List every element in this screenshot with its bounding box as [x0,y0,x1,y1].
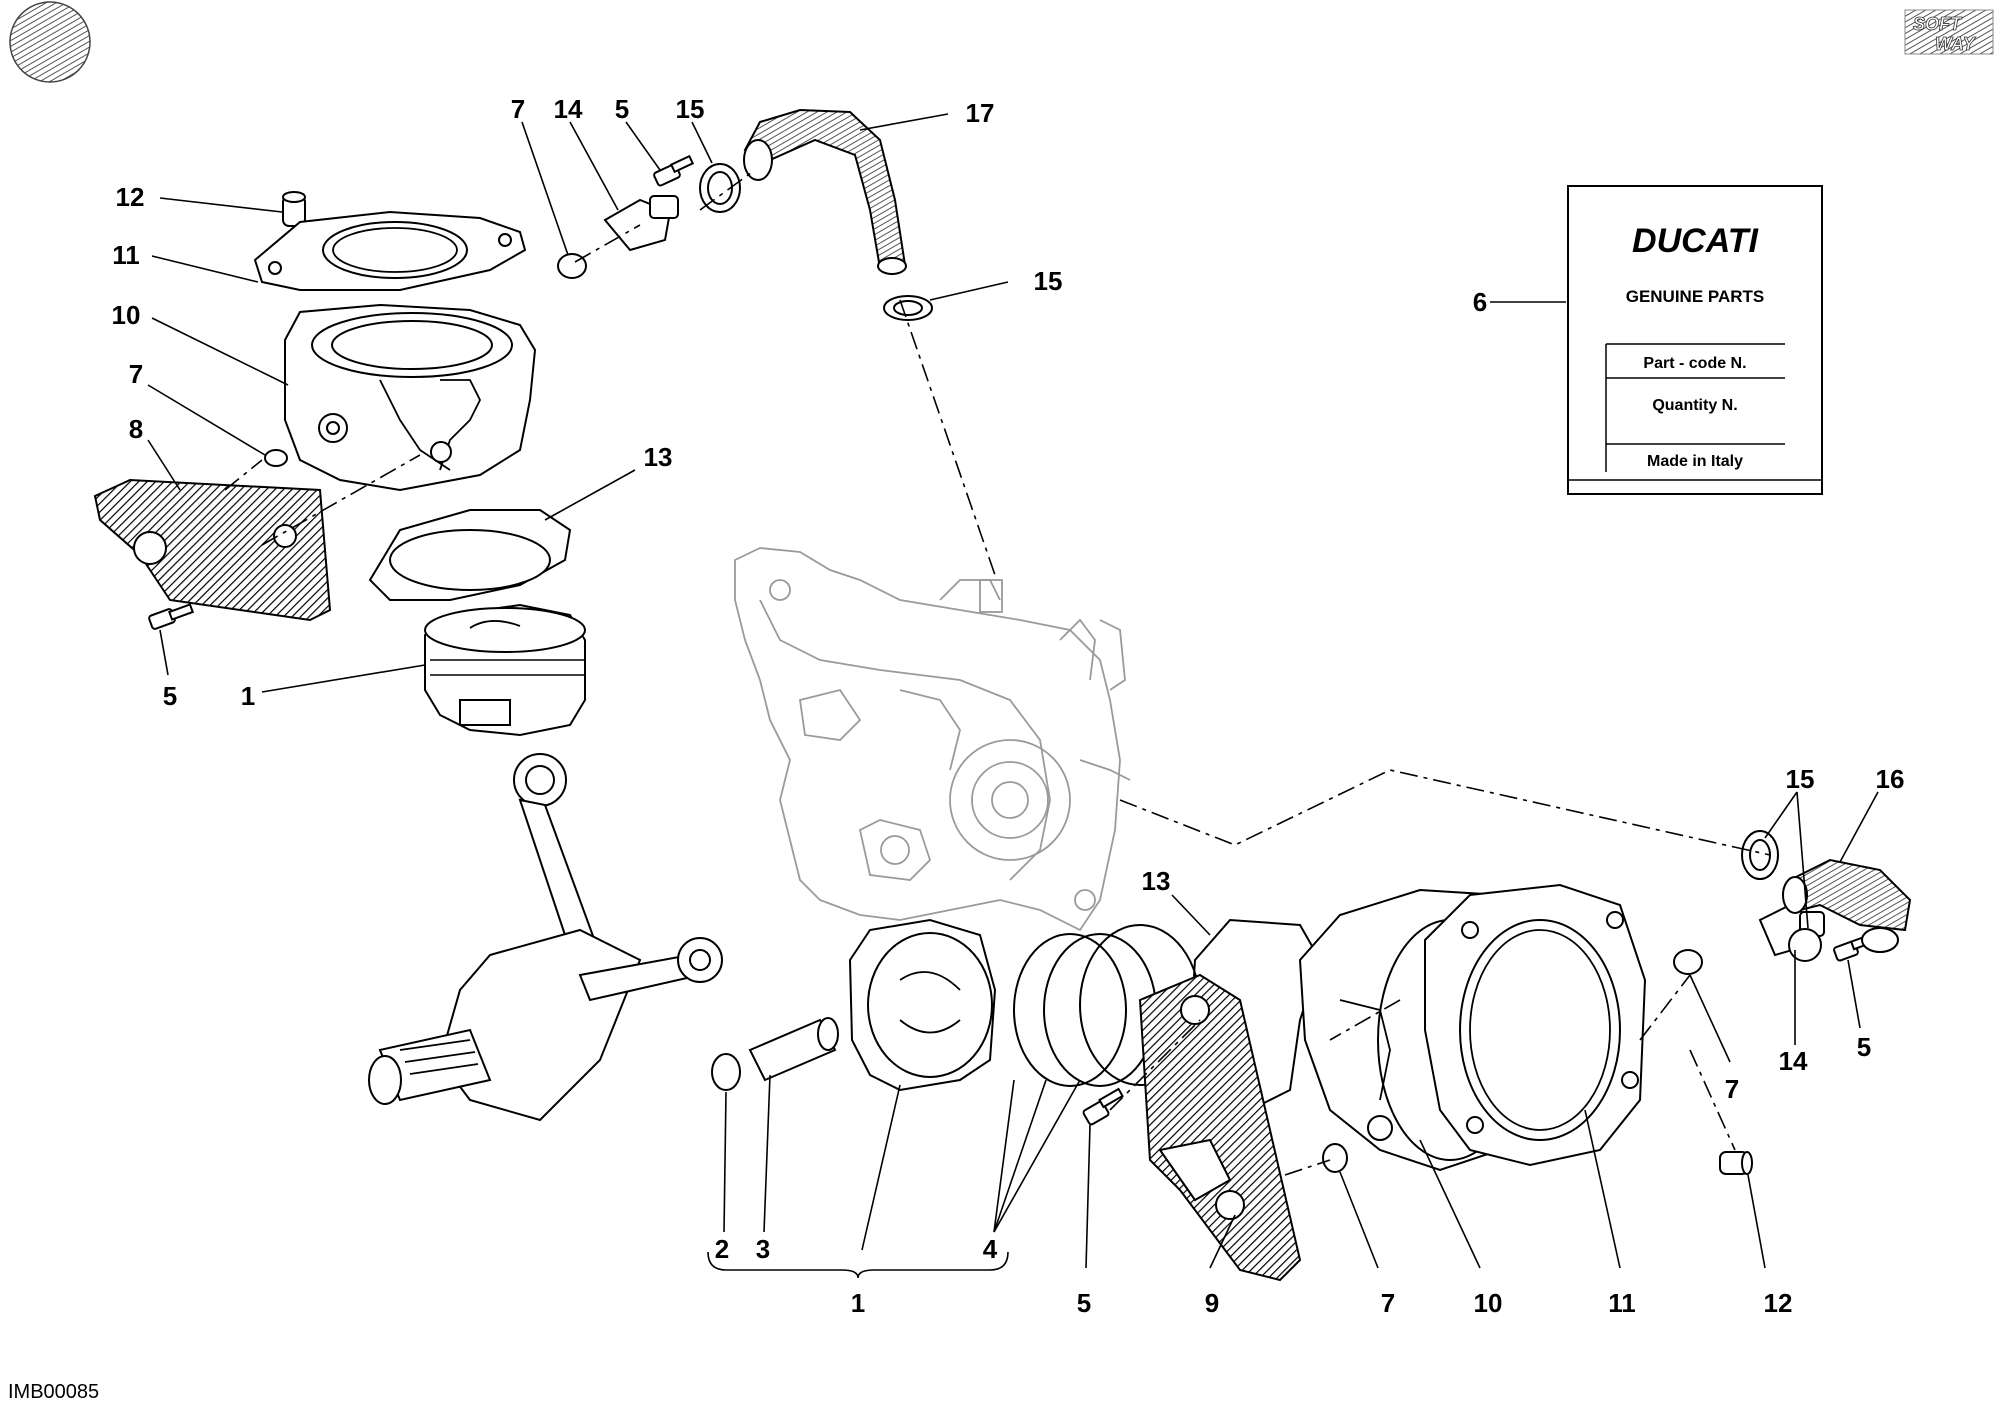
hose-top [743,108,907,275]
drawing-code: IMB00085 [8,1381,99,1403]
screw-top [653,154,695,187]
hose-clamp-right-1 [1741,830,1779,880]
assembly-lines [224,169,1771,1176]
callout-5-top: 5 [615,94,629,124]
callout-5-left: 5 [163,681,177,711]
circlip [711,1053,741,1091]
callout-13-top: 13 [644,442,673,472]
callout-7-left: 7 [129,359,143,389]
hose-clamp-right-2 [1788,928,1822,962]
callout-numbers: 12 11 10 7 8 5 1 7 14 5 15 17 15 13 6 13… [112,94,1905,1318]
softway-logo: SOFT WAY [1904,9,1994,55]
head-gasket-top [253,210,527,291]
callout-5-bottom: 5 [1077,1288,1091,1318]
callout-16: 16 [1876,764,1905,794]
piston-top [424,603,586,737]
callout-6: 6 [1473,287,1487,317]
piston-bottom [848,918,997,1092]
watermark-line2: WAY [1935,34,1977,54]
circle-logo-icon [9,1,91,83]
hose-clamp-top [699,163,741,213]
callout-5-right: 5 [1857,1032,1871,1062]
field-origin: Made in Italy [1647,453,1743,470]
callout-8: 8 [129,414,143,444]
crankcase-ghost [734,547,1131,932]
callout-9: 9 [1205,1288,1219,1318]
callout-10-bottom: 10 [1474,1288,1503,1318]
callout-15-top: 15 [676,94,705,124]
leader-lines [147,113,1879,1279]
callout-1-bottom: 1 [851,1288,865,1318]
head-gasket-bottom [1424,883,1647,1167]
hose-clamp-mid [883,295,933,321]
hose-bottom [1782,858,1912,953]
callout-17: 17 [966,98,995,128]
cylinder-top [284,303,537,492]
coolant-union-top [603,195,679,252]
callout-12-bottom: 12 [1764,1288,1793,1318]
dowel-pin-bottom [1719,1151,1753,1175]
brand-name: DUCATI [1632,222,1759,260]
cylinder-cover-top [93,478,332,622]
o-ring-bottom [1322,1143,1348,1173]
callout-13-bottom: 13 [1142,866,1171,896]
callout-7-right: 7 [1725,1074,1739,1104]
callout-7-top: 7 [511,94,525,124]
base-gasket-top [368,509,572,601]
callout-15-mid: 15 [1034,266,1063,296]
screw-bottom [1082,1087,1124,1126]
crankshaft [368,753,723,1122]
callout-12-top: 12 [116,182,145,212]
genuine-parts-label: DUCATI GENUINE PARTS Part - code N. Quan… [1567,185,1823,495]
callout-14-bottom: 14 [1779,1046,1808,1076]
o-ring-left [264,449,288,467]
field-part-code: Part - code N. [1643,355,1746,372]
callout-3: 3 [756,1234,770,1264]
callout-1-top: 1 [241,681,255,711]
callout-11-bottom: 11 [1608,1288,1636,1318]
callout-4: 4 [983,1234,998,1264]
screw-left [148,603,194,630]
cylinder-cover-bottom [1138,973,1302,1282]
watermark-line1: SOFT [1913,14,1963,34]
o-ring-right [1673,949,1703,975]
callout-2: 2 [715,1234,729,1264]
field-quantity: Quantity N. [1652,397,1737,414]
piston-pin [748,1017,839,1082]
callout-11-top: 11 [112,240,140,270]
callout-10-top: 10 [112,300,141,330]
card-heading: GENUINE PARTS [1626,287,1765,306]
callout-14-top: 14 [554,94,583,124]
callout-7-bottom: 7 [1381,1288,1395,1318]
callout-15-right: 15 [1786,764,1815,794]
